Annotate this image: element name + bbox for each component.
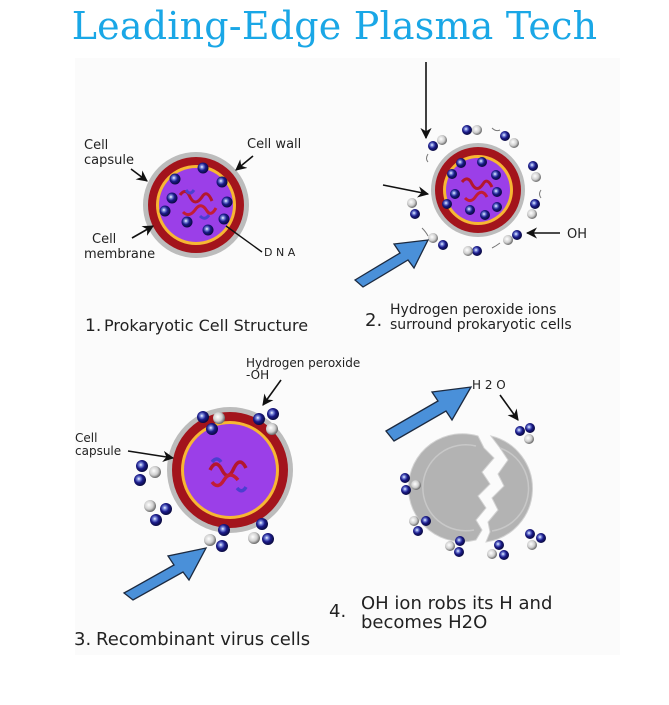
arrow-capsule	[130, 168, 148, 182]
label-cell-capsule-line2: capsule	[84, 153, 134, 168]
arrow-h2o	[499, 394, 519, 421]
caption-4-line2: becomes H2O	[361, 612, 487, 633]
label-cell-membrane-line1: Cell	[92, 232, 116, 247]
label-cell-capsule-line2: capsule	[75, 444, 121, 458]
page-title: Leading-Edge Plasma Tech	[71, 4, 598, 48]
label-hydrogen-peroxide: Hydrogen peroxide	[246, 356, 360, 370]
caption-2-number: 2.	[365, 310, 382, 331]
caption-3: Recombinant virus cells	[96, 629, 310, 650]
caption-3-number: 3.	[74, 629, 91, 650]
caption-4-line1: OH ion robs its H and	[361, 593, 552, 614]
ribosomes	[159, 162, 233, 236]
caption-1: Prokaryotic Cell Structure	[104, 316, 308, 335]
arrow-capsule	[127, 450, 175, 462]
water-molecules	[400, 423, 546, 560]
diagram-panel	[75, 58, 620, 655]
prokaryotic-cell	[143, 152, 249, 258]
panel-3-recombinant-virus: Hydrogen peroxide -OH Cell capsule 3. Re…	[74, 356, 360, 650]
broken-cell-shell	[408, 433, 533, 543]
label-dna: D N A	[264, 246, 296, 259]
cytoplasm	[159, 168, 233, 242]
pointer-dna	[225, 225, 263, 253]
label-h2o: H 2 O	[472, 378, 506, 392]
prokaryotic-cell	[431, 143, 525, 237]
blue-arrow-2	[353, 239, 430, 288]
arrow-cell-wall	[235, 155, 254, 171]
label-cell-capsule-line1: Cell	[75, 431, 97, 445]
panel-4-h2o-formation: H 2 O 4. OH ion robs its H and becomes H…	[329, 378, 552, 633]
label-oh: -OH	[246, 368, 269, 382]
caption-2-line2: surround prokaryotic cells	[390, 317, 572, 333]
panel-1-cell-structure: Cell capsule Cell wall Cell membrane D N…	[84, 137, 308, 336]
label-oh: OH	[567, 227, 587, 242]
virus-cell	[167, 407, 293, 533]
blue-arrow-3	[122, 547, 208, 601]
arrow-hydrogen-peroxide	[262, 379, 282, 406]
blue-arrow-4	[385, 386, 473, 442]
dna-strands	[178, 189, 218, 220]
arrow-cell-left	[382, 184, 430, 198]
hydrogen-peroxide-ions	[407, 125, 542, 256]
arrow-membrane	[131, 225, 154, 239]
label-cell-wall: Cell wall	[247, 137, 301, 152]
caption-4-number: 4.	[329, 601, 346, 622]
caption-1-number: 1.	[85, 316, 101, 336]
label-cell-capsule-line1: Cell	[84, 138, 108, 153]
hydrogen-peroxide-ions	[134, 408, 279, 552]
label-cell-membrane-line2: membrane	[84, 247, 155, 262]
caption-2-line1: Hydrogen peroxide ions	[390, 302, 556, 318]
panel-2-ions-surround: OH 2. Hydrogen peroxide ions surround pr…	[353, 62, 587, 333]
